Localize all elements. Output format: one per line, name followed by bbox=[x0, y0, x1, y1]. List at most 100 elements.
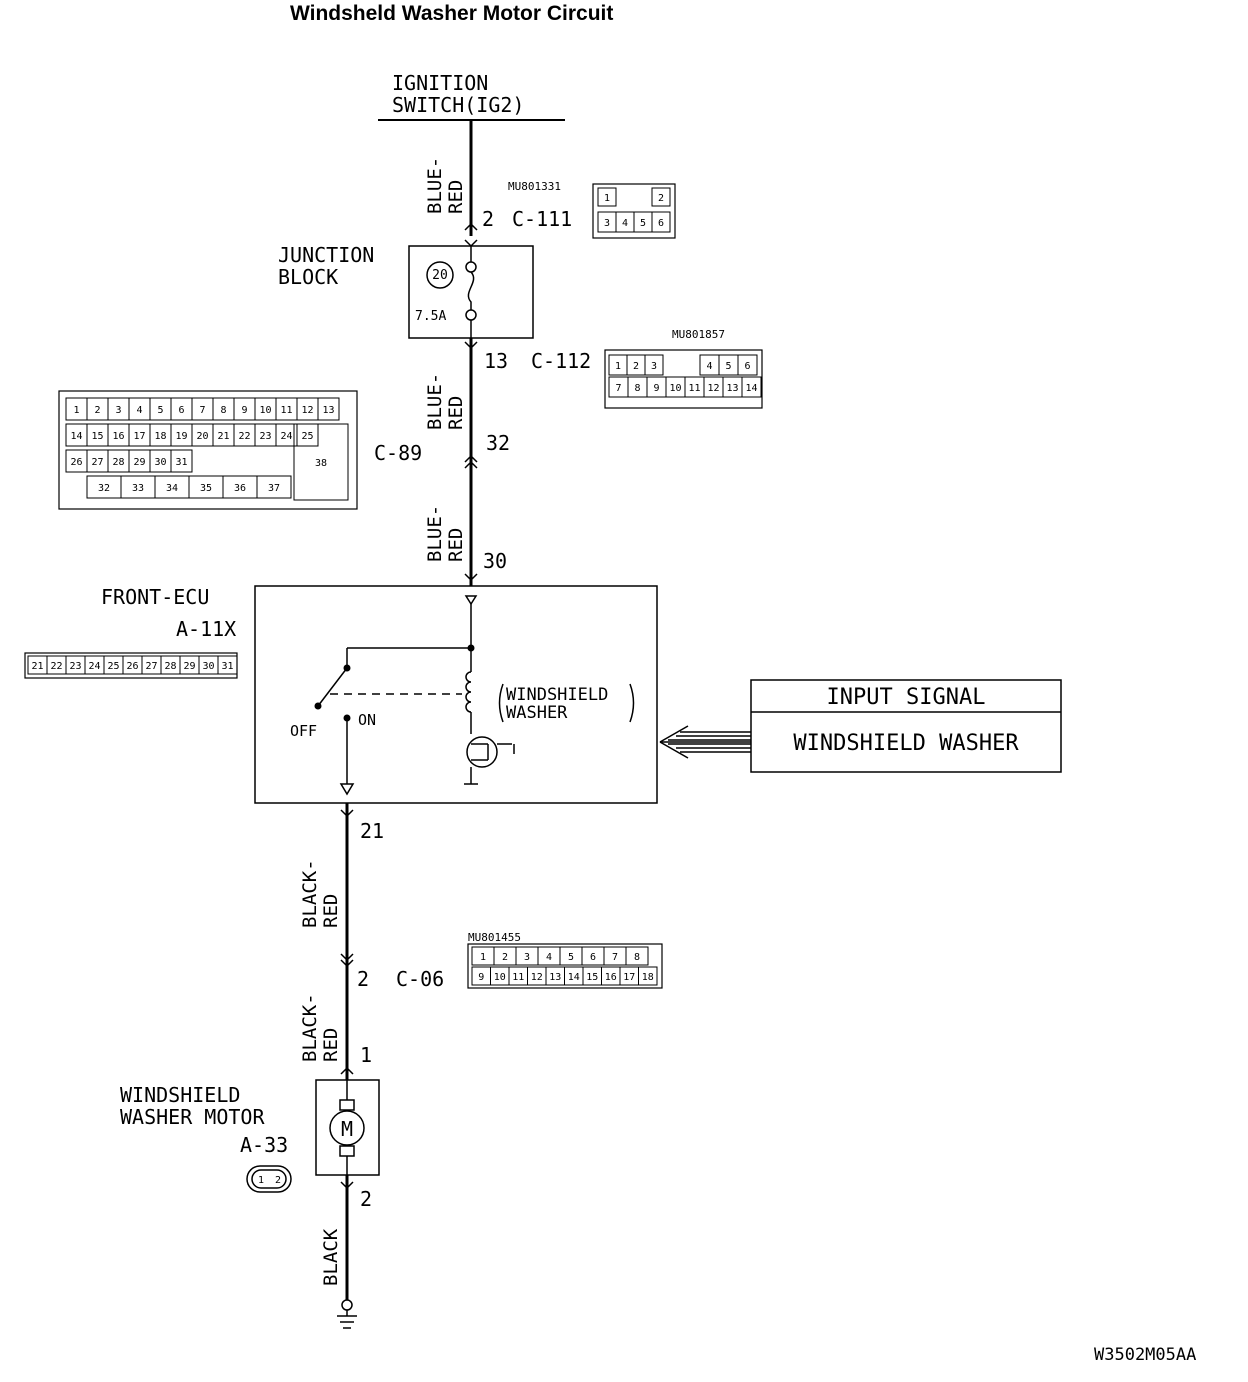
c111-pin-label: 4 bbox=[622, 218, 628, 229]
front-ecu-cell bbox=[217, 655, 238, 675]
motor-label-line1: WINDSHIELD bbox=[120, 1083, 240, 1107]
wire-label-3b: RED bbox=[445, 528, 467, 562]
c06-part-number: MU801455 bbox=[468, 931, 521, 944]
front-ecu-pin-label: 29 bbox=[183, 661, 195, 672]
c112-pin-label: 11 bbox=[688, 383, 700, 394]
c89-cell bbox=[293, 423, 349, 501]
motor-conn-pin-2: 2 bbox=[275, 1175, 281, 1186]
front-ecu-label: FRONT-ECU bbox=[101, 585, 209, 609]
front-ecu-pin-label: 25 bbox=[107, 661, 119, 672]
front-ecu-pin-label: 28 bbox=[164, 661, 176, 672]
wire-label-6: BLACK bbox=[320, 1228, 342, 1286]
relay-label-line2: WASHER bbox=[506, 703, 568, 723]
c89-cell bbox=[317, 397, 340, 421]
c89-pin-label: 13 bbox=[322, 405, 334, 416]
front-ecu-output-pin: 21 bbox=[360, 819, 384, 843]
c06-cell bbox=[638, 966, 658, 986]
c112-part-number: MU801857 bbox=[672, 328, 725, 341]
wire-label-5b: RED bbox=[320, 1028, 342, 1062]
c89-pin-label: 27 bbox=[91, 457, 103, 468]
c89-pin-label: 25 bbox=[301, 431, 313, 442]
c112-table-outline bbox=[604, 349, 763, 409]
c89-table-outline bbox=[58, 390, 358, 510]
c89-cell bbox=[256, 475, 292, 499]
c111-pin-label: 5 bbox=[640, 218, 646, 229]
junction-block-label-line1: JUNCTION bbox=[278, 243, 374, 267]
motor-conn-pin-1: 1 bbox=[258, 1175, 264, 1186]
ignition-label-line1: IGNITION bbox=[392, 71, 488, 95]
c89-pin-label: 23 bbox=[259, 431, 271, 442]
c112-pin-label: 8 bbox=[634, 383, 640, 394]
c111-pin: 2 bbox=[482, 207, 494, 231]
c06-name: C-06 bbox=[396, 967, 444, 991]
c89-pin-label: 3 bbox=[115, 405, 121, 416]
motor-label-line2: WASHER MOTOR bbox=[120, 1105, 265, 1129]
c89-pin-label: 29 bbox=[133, 457, 145, 468]
c112-pin-label: 10 bbox=[669, 383, 681, 394]
c89-pin-label: 34 bbox=[166, 483, 178, 494]
c89-pin-label: 26 bbox=[70, 457, 82, 468]
c111-pin-label: 2 bbox=[658, 193, 664, 204]
c06-pin-label: 13 bbox=[549, 972, 561, 983]
wire-label-4a: BLACK- bbox=[299, 859, 321, 928]
c89-pin-label: 14 bbox=[70, 431, 82, 442]
c111-name: C-111 bbox=[512, 207, 572, 231]
c111-pin-label: 6 bbox=[658, 218, 664, 229]
wire-label-5a: BLACK- bbox=[299, 993, 321, 1062]
c89-pin-label: 37 bbox=[268, 483, 280, 494]
front-ecu-id: A-11X bbox=[176, 617, 236, 641]
wire-label-1a: BLUE- bbox=[424, 157, 446, 214]
c89-pin-label: 9 bbox=[241, 405, 247, 416]
motor-output-pin: 2 bbox=[360, 1187, 372, 1211]
c89-pin-label: 11 bbox=[280, 405, 292, 416]
c112-pin-label: 5 bbox=[725, 361, 731, 372]
c06-pin-label: 2 bbox=[502, 952, 508, 963]
c89-pin-label: 5 bbox=[157, 405, 163, 416]
c06-pin-label: 9 bbox=[478, 972, 484, 983]
front-ecu-pin-label: 27 bbox=[145, 661, 157, 672]
c89-cell bbox=[170, 449, 193, 473]
c89-pin-label: 2 bbox=[94, 405, 100, 416]
diagram-title: Windsheld Washer Motor Circuit bbox=[290, 2, 614, 25]
c06-pin-label: 16 bbox=[605, 972, 617, 983]
c112-pin-label: 4 bbox=[706, 361, 712, 372]
c06-pin-label: 14 bbox=[568, 972, 580, 983]
c89-pin-label: 8 bbox=[220, 405, 226, 416]
front-ecu-pin-label: 24 bbox=[88, 661, 100, 672]
input-signal-value: WINDSHIELD WASHER bbox=[793, 731, 1019, 756]
c06-pin-label: 12 bbox=[531, 972, 543, 983]
c89-pin-label: 1 bbox=[73, 405, 79, 416]
c89-pin-label: 21 bbox=[217, 431, 229, 442]
motor-input-pin: 1 bbox=[360, 1043, 372, 1067]
c06-pin: 2 bbox=[357, 967, 369, 991]
c06-pin-label: 10 bbox=[494, 972, 506, 983]
c06-cell bbox=[625, 946, 649, 966]
c06-pin-label: 1 bbox=[480, 952, 486, 963]
wire-label-4b: RED bbox=[320, 894, 342, 928]
c89-pin-label: 33 bbox=[132, 483, 144, 494]
c89-pin-label: 6 bbox=[178, 405, 184, 416]
ignition-label-line2: SWITCH(IG2) bbox=[392, 93, 524, 117]
switch-on-label: ON bbox=[358, 711, 376, 729]
c111-part-number: MU801331 bbox=[508, 180, 561, 193]
c111-cell bbox=[651, 187, 671, 207]
relay-label-line1: WINDSHIELD bbox=[506, 685, 608, 705]
switch-off-label: OFF bbox=[290, 722, 317, 740]
c111-cell bbox=[651, 211, 671, 233]
c89-pin-label: 4 bbox=[136, 405, 142, 416]
c89-pin-label: 7 bbox=[199, 405, 205, 416]
front-ecu-pin-label: 22 bbox=[50, 661, 62, 672]
c06-pin-label: 15 bbox=[586, 972, 598, 983]
c89-pin-label: 12 bbox=[301, 405, 313, 416]
input-signal-header: INPUT SIGNAL bbox=[827, 685, 986, 710]
c89-pin-label: 24 bbox=[280, 431, 292, 442]
c89-pin-label: 16 bbox=[112, 431, 124, 442]
c112-pin-label: 1 bbox=[615, 361, 621, 372]
wire-label-1b: RED bbox=[445, 180, 467, 214]
c112-pin-label: 2 bbox=[633, 361, 639, 372]
c89-pin-label: 15 bbox=[91, 431, 103, 442]
c89-pin-label: 19 bbox=[175, 431, 187, 442]
c112-pin-label: 3 bbox=[651, 361, 657, 372]
